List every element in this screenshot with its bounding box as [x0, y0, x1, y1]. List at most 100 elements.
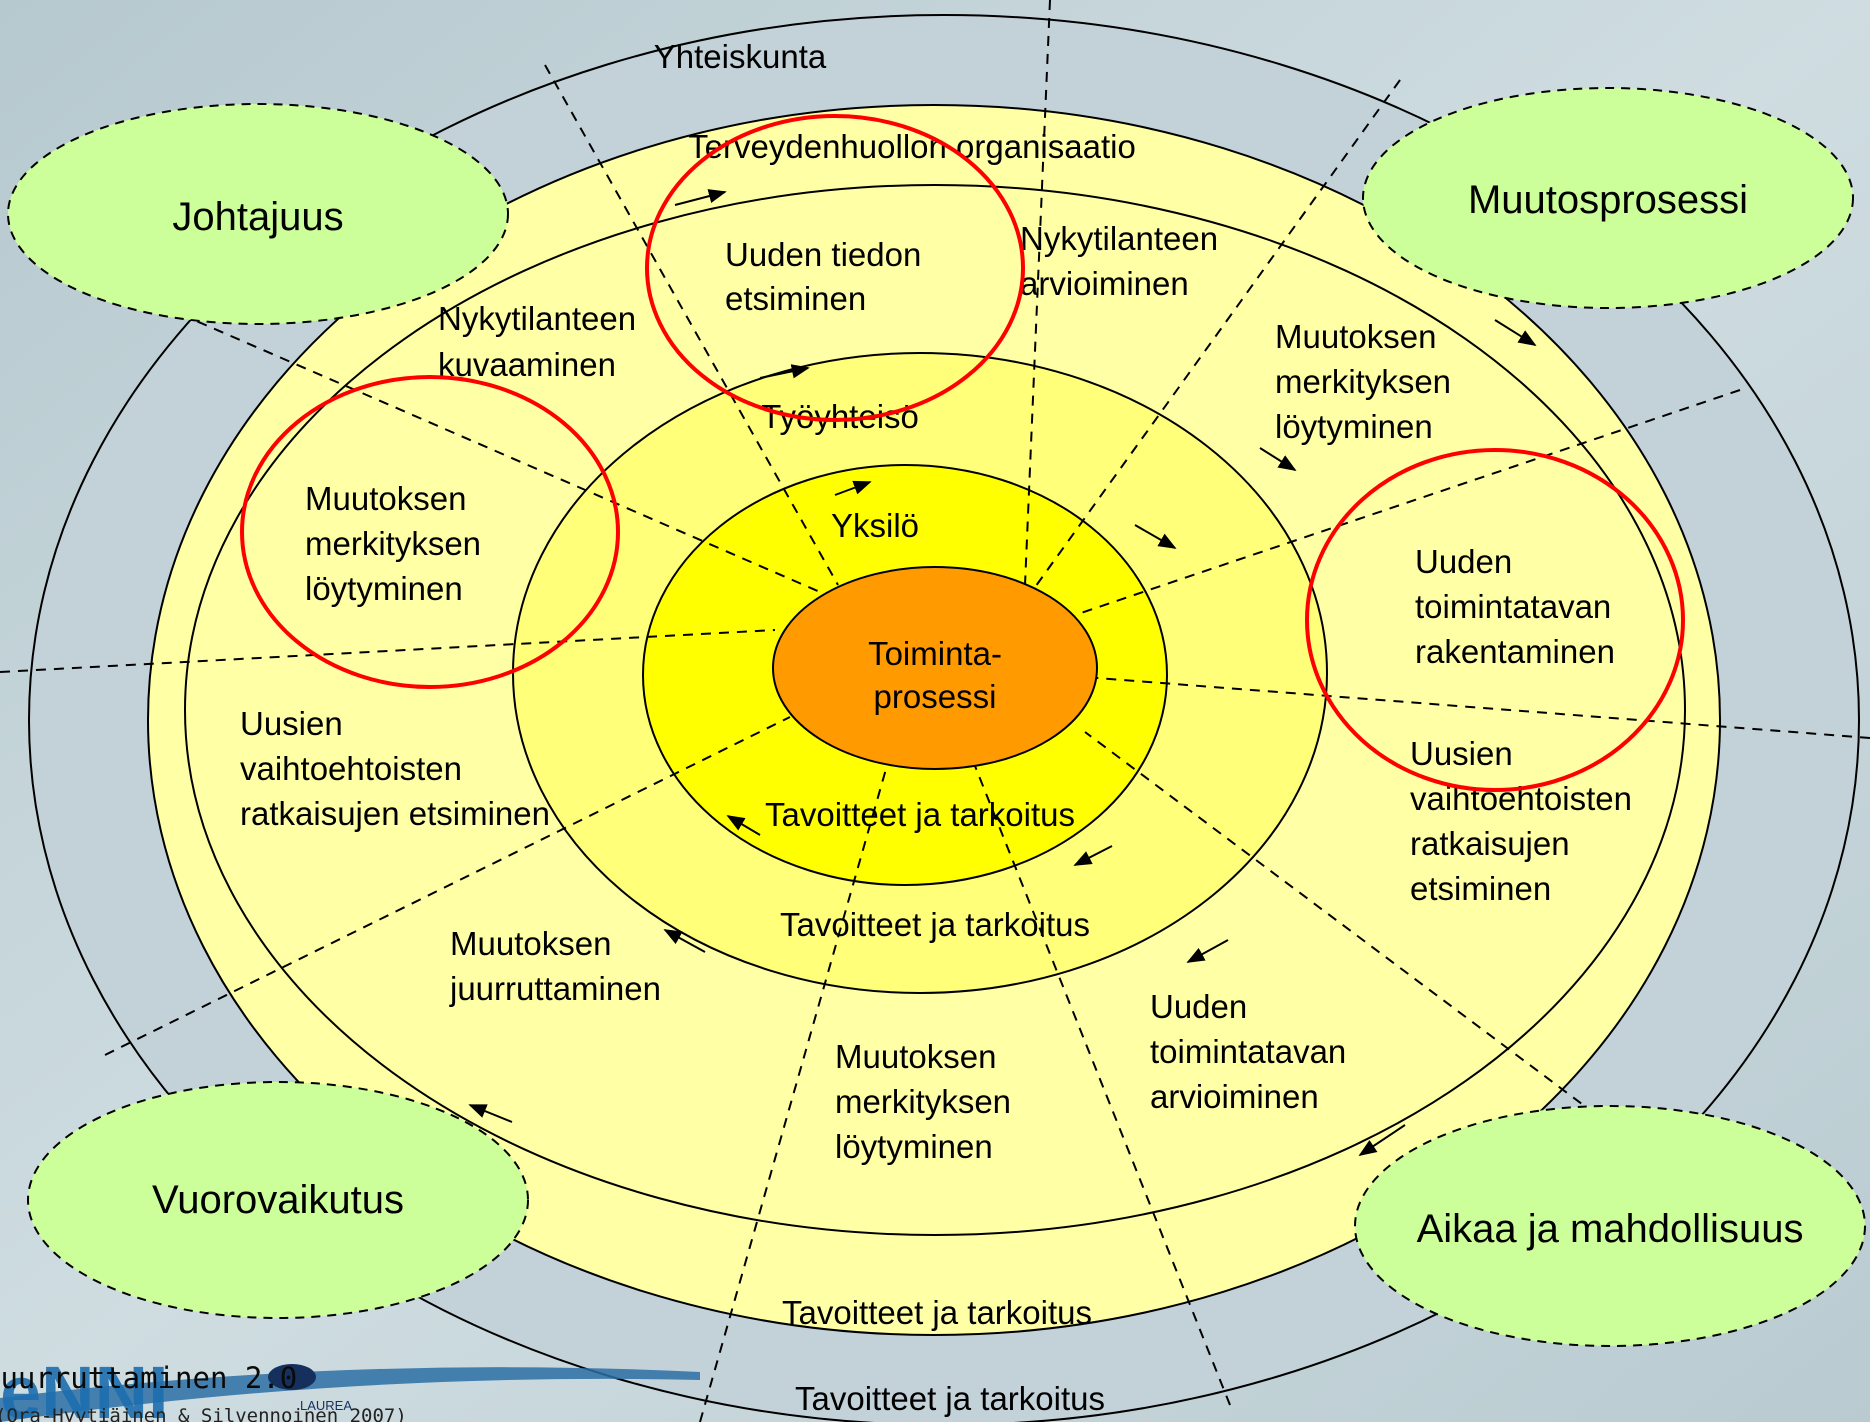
bubble-shape	[1354, 1105, 1866, 1347]
phase-line: löytyminen	[1275, 408, 1433, 445]
bubble-muutosprosessi: Muutosprosessi	[1362, 87, 1854, 309]
bubble-shape	[7, 103, 509, 325]
phase-merkitys-bottom: Muutoksen merkityksen löytyminen	[835, 1038, 1011, 1165]
phase-merkitys-right: Muutoksen merkityksen löytyminen	[1275, 318, 1451, 445]
label-goals-outer: Tavoitteet ja tarkoitus	[795, 1380, 1105, 1417]
logo-text: eNNI	[0, 1351, 169, 1422]
phase-merkitys-left: Muutoksen merkityksen löytyminen	[305, 480, 481, 607]
logo-subtext: LAUREA	[300, 1398, 352, 1413]
logo-eye-icon	[268, 1364, 316, 1390]
phase-line: Muutoksen	[305, 480, 466, 517]
sector-line	[1084, 731, 1611, 1126]
phase-line: toimintatavan	[1150, 1033, 1346, 1070]
flow-arrow	[1134, 524, 1177, 549]
phase-line: merkityksen	[1275, 363, 1451, 400]
label-yhteiskunta: Yhteiskunta	[654, 38, 827, 75]
phase-line: Muutoksen	[450, 925, 611, 962]
center-label-line2: prosessi	[874, 678, 997, 715]
center-label-line1: Toiminta-	[868, 635, 1002, 672]
flow-arrow	[834, 480, 872, 496]
phase-line: vaihtoehtoisten	[240, 750, 462, 787]
sector-line	[147, 299, 821, 593]
phase-line: Uusien	[240, 705, 343, 742]
phase-line: Nykytilanteen	[438, 300, 636, 337]
phase-line: etsiminen	[725, 280, 866, 317]
flow-arrow	[1186, 939, 1229, 963]
sector-line	[1032, 79, 1401, 591]
sector-line	[974, 765, 1231, 1406]
phase-line: arvioiminen	[1150, 1078, 1319, 1115]
sector-line	[0, 629, 776, 673]
phase-line: Uusien	[1410, 735, 1513, 772]
bubble-label: Johtajuus	[172, 195, 343, 239]
phase-juurruttaminen: Muutoksen juurruttaminen	[449, 925, 661, 1007]
bubble-johtajuus: Johtajuus	[7, 103, 509, 325]
flow-arrow	[726, 815, 761, 836]
bubble-aikaa: Aikaa ja mahdollisuus	[1354, 1105, 1866, 1347]
flow-arrow	[1358, 1124, 1406, 1156]
phase-line: merkityksen	[305, 525, 481, 562]
highlight-uuden-tiedon	[645, 114, 1025, 422]
sector-line	[544, 64, 839, 586]
phase-line: juurruttaminen	[449, 970, 661, 1007]
phase-line: toimintatavan	[1415, 588, 1611, 625]
sector-line	[699, 768, 887, 1422]
phase-vaihtoehdot-right: Uusien vaihtoehtoisten ratkaisujen etsim…	[1410, 735, 1632, 907]
ring-phase-boundary	[184, 184, 1686, 1236]
bubble-label: Vuorovaikutus	[152, 1178, 404, 1222]
bubble-label: Muutosprosessi	[1468, 178, 1748, 222]
bubble-label: Aikaa ja mahdollisuus	[1417, 1207, 1804, 1251]
bubble-shape	[1362, 87, 1854, 309]
phase-line: Uuden tiedon	[725, 236, 921, 273]
phase-line: Muutoksen	[835, 1038, 996, 1075]
label-goals-inner: Tavoitteet ja tarkoitus	[765, 796, 1075, 833]
flow-arrow	[468, 1104, 513, 1123]
sector-line	[1024, 0, 1051, 586]
phase-line: etsiminen	[1410, 870, 1551, 907]
label-goals-mid: Tavoitteet ja tarkoitus	[780, 906, 1090, 943]
flow-arrows	[468, 189, 1537, 1156]
flow-arrow	[674, 189, 727, 206]
footer-title: Juurruttaminen 2.0	[0, 1361, 297, 1395]
phase-line: Uuden	[1150, 988, 1247, 1025]
flow-arrow	[1073, 845, 1113, 866]
phase-line: löytyminen	[835, 1128, 993, 1165]
phase-line: Nykytilanteen	[1020, 220, 1218, 257]
bubble-shape	[27, 1081, 529, 1319]
phase-line: arvioiminen	[1020, 265, 1189, 302]
label-yksilo: Yksilö	[831, 507, 919, 544]
footer-citation: (Ora-Hyytiäinen & Silvennoinen 2007)	[0, 1405, 407, 1422]
flow-arrow	[1494, 319, 1537, 346]
footer: eNNI Juurruttaminen 2.0 LAUREA (Ora-Hyyt…	[0, 1351, 700, 1422]
phase-uuden-tiedon: Uuden tiedon etsiminen	[725, 236, 921, 317]
flow-arrow	[1259, 447, 1297, 471]
sector-line	[1074, 389, 1741, 616]
highlight-merkitys-left	[240, 375, 620, 689]
phase-nykytilanteen-arvioiminen: Nykytilanteen arvioiminen	[1020, 220, 1218, 302]
footer-swoosh	[0, 1367, 700, 1422]
phase-line: Muutoksen	[1275, 318, 1436, 355]
center-toimintaprosessi	[772, 566, 1098, 770]
label-organisaatio: Terveydenhuollon organisaatio	[688, 128, 1136, 165]
label-goals-light: Tavoitteet ja tarkoitus	[782, 1294, 1092, 1331]
phase-line: löytyminen	[305, 570, 463, 607]
phase-line: kuvaaminen	[438, 346, 616, 383]
phase-nykytilanteen-kuvaaminen: Nykytilanteen kuvaaminen	[438, 300, 636, 383]
flow-arrow	[663, 929, 706, 953]
phase-line: merkityksen	[835, 1083, 1011, 1120]
highlight-rakentaminen	[1305, 448, 1685, 792]
phase-line: vaihtoehtoisten	[1410, 780, 1632, 817]
sector-line	[104, 716, 791, 1056]
phase-vaihtoehdot-left: Uusien vaihtoehtoisten ratkaisujen etsim…	[240, 705, 550, 832]
phase-rakentaminen: Uuden toimintatavan rakentaminen	[1415, 543, 1615, 670]
highlights	[240, 114, 1685, 792]
phase-line: ratkaisujen etsiminen	[240, 795, 550, 832]
phase-line: Uuden	[1415, 543, 1512, 580]
flow-arrow	[759, 364, 810, 379]
phase-line: rakentaminen	[1415, 633, 1615, 670]
phase-arvioiminen: Uuden toimintatavan arvioiminen	[1150, 988, 1346, 1115]
bubble-vuorovaikutus: Vuorovaikutus	[27, 1081, 529, 1319]
sector-line	[1096, 677, 1870, 739]
